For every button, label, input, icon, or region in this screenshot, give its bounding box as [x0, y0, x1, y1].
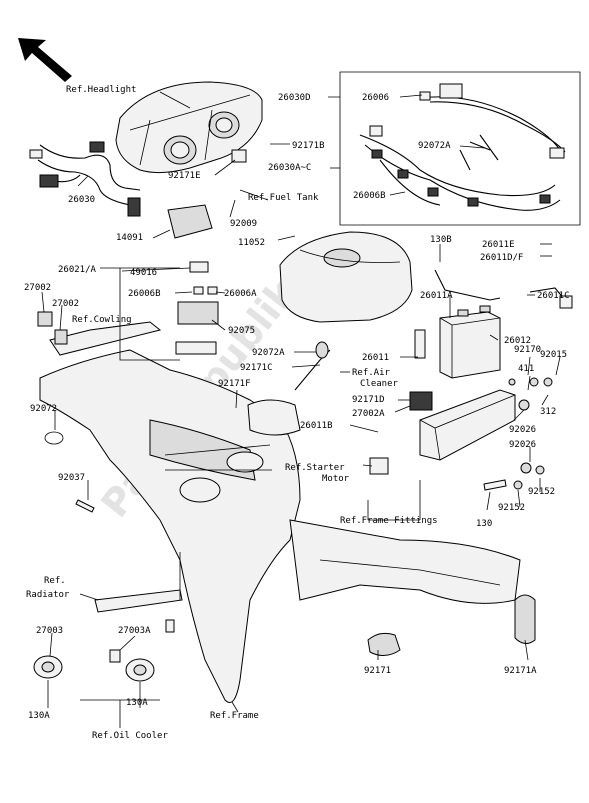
label-130a-right: 130A: [126, 698, 148, 708]
label-49016: 49016: [130, 268, 157, 278]
label-ref-headlight: Ref.Headlight: [66, 85, 136, 95]
headlight-part: [115, 81, 263, 174]
label-92072: 92072: [30, 404, 57, 414]
label-26006a: 26006A: [224, 289, 257, 299]
label-26006: 26006: [362, 93, 389, 103]
label-26006b: 26006B: [128, 289, 161, 299]
cover-92171: [367, 632, 401, 656]
electrical-components: [167, 204, 219, 355]
label-92171c: 92171C: [240, 363, 273, 373]
label-27003: 27003: [36, 626, 63, 636]
label-26011: 26011: [362, 353, 389, 363]
cover-92171a: [514, 594, 536, 644]
label-27002-b: 27002: [52, 299, 79, 309]
label-27003a: 27003A: [118, 626, 151, 636]
label-92072a-top: 92072A: [418, 141, 451, 151]
label-92009: 92009: [230, 219, 257, 229]
label-130a-left: 130A: [28, 711, 50, 721]
label-26011c: 26011C: [537, 291, 570, 301]
label-ref-starter-2: Motor: [322, 474, 350, 484]
label-130b: 130B: [430, 235, 452, 245]
label-14091: 14091: [116, 233, 143, 243]
label-26011a: 26011A: [420, 291, 453, 301]
label-92171b: 92171B: [292, 141, 325, 151]
harness-26030: [29, 141, 141, 217]
battery-part: [434, 269, 573, 379]
label-ref-air-1: Ref.Air: [352, 368, 391, 378]
label-26011e: 26011E: [482, 240, 515, 250]
hardware-fasteners: [483, 377, 553, 491]
label-ref-radiator-1: Ref.: [44, 576, 66, 586]
label-92152-a: 92152: [528, 487, 555, 497]
arrow-up-left-icon: [18, 38, 72, 82]
battery-tray: [369, 329, 516, 475]
label-26030d: 26030D: [278, 93, 311, 103]
label-92152-b: 92152: [498, 503, 525, 513]
label-ref-frame: Ref.Frame: [210, 711, 259, 721]
label-92015: 92015: [540, 350, 567, 360]
label-92171e: 92171E: [168, 171, 201, 181]
label-ref-radiator-2: Radiator: [26, 590, 70, 600]
label-92037: 92037: [58, 473, 85, 483]
label-ref-air-2: Cleaner: [360, 379, 399, 389]
label-411: 411: [518, 364, 534, 374]
harness-box: [339, 71, 581, 226]
label-26011df: 26011D/F: [480, 253, 523, 263]
label-92171: 92171: [364, 666, 391, 676]
label-92171f: 92171F: [218, 379, 251, 389]
label-27002a: 27002A: [352, 409, 385, 419]
label-ref-cowling: Ref.Cowling: [72, 315, 132, 325]
label-92026-b: 92026: [509, 440, 536, 450]
label-ref-starter-1: Ref.Starter: [285, 463, 345, 473]
leader-lines: [41, 91, 561, 728]
label-312: 312: [540, 407, 556, 417]
label-26030a-c: 26030A~C: [268, 163, 311, 173]
pad-92037: [75, 499, 95, 513]
label-26006b-top: 26006B: [353, 191, 386, 201]
label-26021a: 26021/A: [58, 265, 97, 275]
label-26030: 26030: [68, 195, 95, 205]
part-labels: Ref.Headlight 26030D 26006 92171B 92072A…: [24, 85, 570, 741]
horn-left: [33, 655, 63, 679]
label-92026-a: 92026: [509, 425, 536, 435]
label-92170: 92170: [514, 345, 541, 355]
label-11052: 11052: [238, 238, 265, 248]
label-ref-fuel-tank: Ref.Fuel Tank: [248, 193, 319, 203]
radiator-bracket: [94, 552, 183, 663]
cowling-stay: [37, 311, 162, 356]
label-130: 130: [476, 519, 492, 529]
label-ref-frame-fittings: Ref.Frame Fittings: [340, 516, 438, 526]
clamp-92072: [44, 431, 64, 445]
fuel-tank-part: [279, 231, 413, 323]
frame-part: [39, 341, 521, 703]
label-ref-oil-cooler: Ref.Oil Cooler: [92, 731, 168, 741]
label-92171a: 92171A: [504, 666, 537, 676]
label-92171d: 92171D: [352, 395, 385, 405]
label-92072a: 92072A: [252, 348, 285, 358]
label-92075: 92075: [228, 326, 255, 336]
label-27002-a: 27002: [24, 283, 51, 293]
horn-right: [125, 658, 155, 682]
label-26011b: 26011B: [300, 421, 333, 431]
label-26012: 26012: [504, 336, 531, 346]
